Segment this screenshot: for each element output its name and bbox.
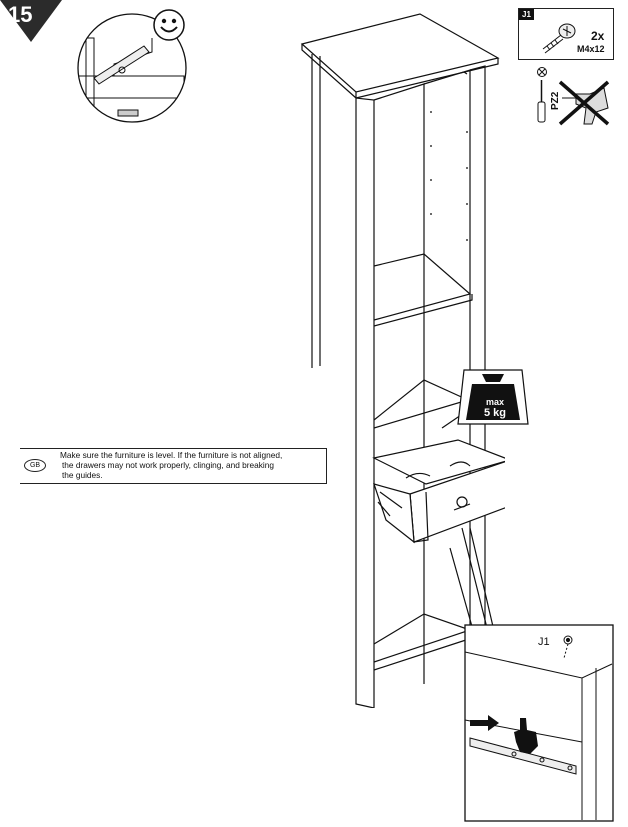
step-number: 15 — [8, 2, 33, 27]
cabinet-illustration — [300, 13, 505, 708]
note-text: Make sure the furniture is level. If the… — [60, 450, 322, 480]
weight-value: 5 kg — [483, 407, 506, 419]
pointing-hand-icon — [514, 718, 538, 754]
step-badge — [0, 0, 62, 42]
screw-icon — [542, 23, 576, 54]
push-arrow-icon — [470, 715, 499, 731]
smiley-icon — [153, 9, 185, 41]
part-size: M4x12 — [577, 44, 605, 54]
part-quantity: 2x — [591, 29, 605, 43]
weight-label: max — [485, 397, 504, 407]
note-line: the guides. — [62, 470, 103, 480]
part-tag: J1 — [519, 9, 534, 20]
parts-box: J1 2x M4x12 — [518, 8, 614, 60]
note-box: GB Make sure the furniture is level. If … — [20, 448, 327, 484]
level-detail-illustration — [77, 13, 187, 123]
note-line: the drawers may not work properly, cling… — [62, 460, 274, 470]
language-badge: GB — [24, 459, 46, 472]
note-line: Make sure the furniture is level. If the… — [60, 450, 283, 460]
weight-limit-badge — [457, 369, 529, 425]
detail-part-ref: J1 — [538, 636, 550, 648]
crossed-out-drill-icon — [558, 80, 610, 126]
tools-illustration — [537, 67, 547, 123]
